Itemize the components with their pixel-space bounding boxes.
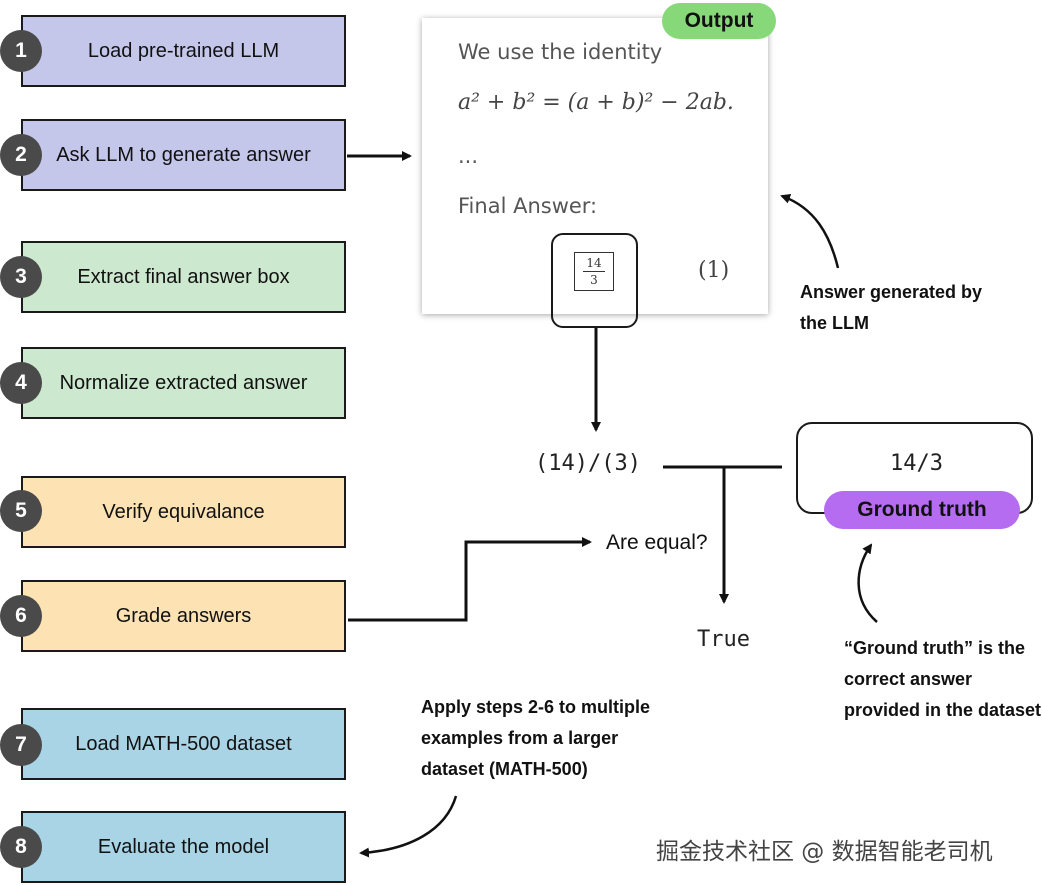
output-final-answer-label: Final Answer: <box>458 194 598 218</box>
output-badge: Output <box>662 3 776 39</box>
watermark: 掘金技术社区 @ 数据智能老司机 <box>656 839 993 865</box>
step-6-number: 6 <box>0 595 42 637</box>
extracted-answer: (14)/(3) <box>535 451 641 476</box>
result-value: True <box>697 627 750 652</box>
compare-label: Are equal? <box>606 531 708 554</box>
step-6-box: Grade answers <box>21 580 346 652</box>
apply-steps-note-line-1: Apply steps 2-6 to multiple <box>421 697 651 717</box>
output-intro-text: We use the identity <box>458 40 663 64</box>
step-7-number: 7 <box>0 724 42 766</box>
step-2-number: 2 <box>0 134 42 176</box>
apply-steps-note: Apply steps 2-6 to multiple examples fro… <box>421 692 650 785</box>
step-4-box: Normalize extracted answer <box>21 347 346 419</box>
step-8-number: 8 <box>0 826 42 868</box>
llm-note-curve-arrow <box>780 194 840 269</box>
step-3-number: 3 <box>0 256 42 298</box>
equation-number: (1) <box>698 258 730 283</box>
step-6-label: Grade answers <box>115 604 252 627</box>
step-5-box: Verify equivalance <box>21 476 346 548</box>
step-5-number: 5 <box>0 490 42 532</box>
fraction-denominator: 3 <box>590 273 598 287</box>
step-4-label: Normalize extracted answer <box>59 371 308 394</box>
step-1-label: Load pre-trained LLM <box>87 39 280 62</box>
llm-answer-note-line-1: Answer generated by <box>800 282 983 302</box>
grade-to-compare-arrow <box>348 537 592 622</box>
ground-truth-value: 14/3 <box>890 451 943 476</box>
step-8-box: Evaluate the model <box>21 811 346 883</box>
ground-truth-note-line-1: “Ground truth” is the <box>844 638 1025 658</box>
final-answer-highlight <box>551 233 638 328</box>
ground-truth-note: “Ground truth” is the correct answer pro… <box>844 633 1041 726</box>
output-ellipsis: ... <box>458 144 479 168</box>
boxed-fraction: 14 3 <box>574 252 614 291</box>
step-1-number: 1 <box>0 30 42 72</box>
apply-steps-note-line-2: examples from a larger <box>421 728 619 748</box>
apply-note-curve-arrow <box>359 795 458 858</box>
step-1-box: Load pre-trained LLM <box>21 15 346 87</box>
apply-steps-note-line-3: dataset (MATH-500) <box>421 759 588 779</box>
step-2-label: Ask LLM to generate answer <box>56 143 311 166</box>
step-4-number: 4 <box>0 362 42 404</box>
step-7-label: Load MATH-500 dataset <box>75 732 292 755</box>
fraction-numerator: 14 <box>586 256 602 270</box>
step-5-label: Verify equivalance <box>102 500 265 523</box>
step-3-label: Extract final answer box <box>77 265 290 288</box>
llm-answer-note: Answer generated by the LLM <box>800 277 982 339</box>
output-equation: a² + b² = (a + b)² − 2ab. <box>458 90 734 115</box>
fraction-bar <box>583 271 605 272</box>
gt-note-curve-arrow <box>857 543 878 623</box>
ground-truth-note-line-3: provided in the dataset <box>844 700 1042 720</box>
ground-truth-badge: Ground truth <box>824 491 1020 529</box>
llm-answer-note-line-2: the LLM <box>800 313 869 333</box>
ground-truth-note-line-2: correct answer <box>844 669 973 689</box>
llm-output-card <box>422 18 768 314</box>
step-8-label: Evaluate the model <box>97 835 270 858</box>
